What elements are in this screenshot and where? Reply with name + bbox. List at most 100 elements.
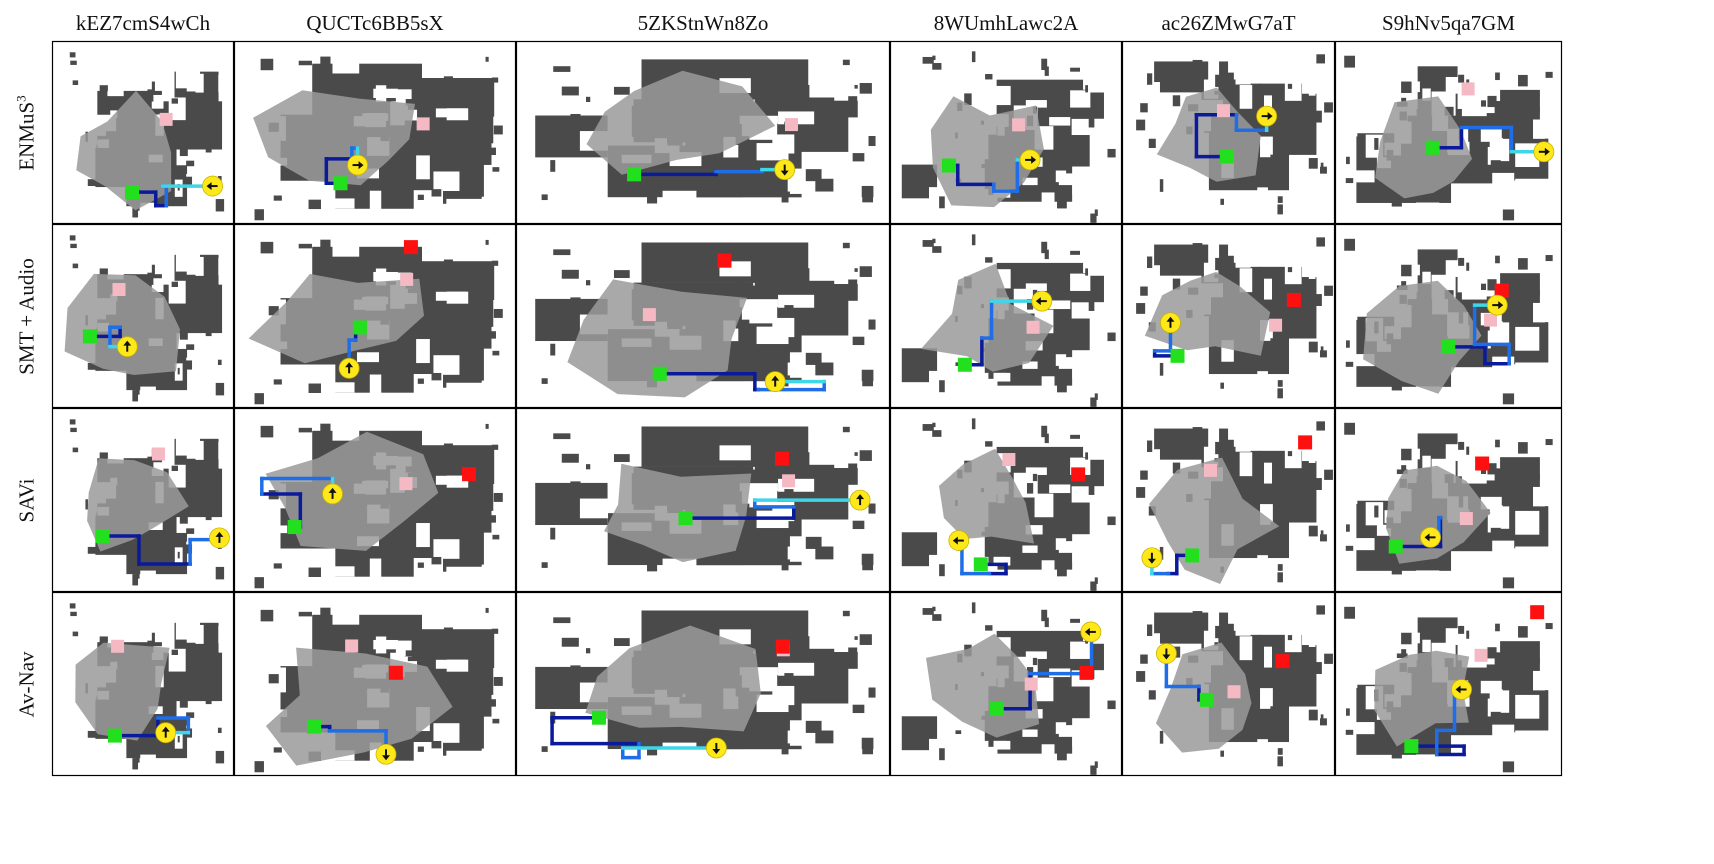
room — [1136, 568, 1153, 578]
wall-fragment — [1041, 241, 1048, 254]
wall-fragment — [487, 666, 493, 680]
wall-fragment — [553, 617, 571, 624]
room — [1228, 56, 1238, 73]
wall-fragment — [197, 278, 200, 287]
wall-fragment — [478, 507, 490, 516]
wall-fragment — [1434, 265, 1441, 270]
room — [1480, 129, 1503, 142]
wall-fragment — [147, 89, 154, 102]
arrow-head — [1267, 112, 1273, 121]
room — [67, 689, 80, 700]
wall-fragment — [1316, 605, 1326, 615]
agent-heading-arrow — [1261, 112, 1273, 121]
wall-fragment — [550, 160, 556, 172]
room — [1376, 524, 1392, 536]
yellow-agent-icon — [1486, 294, 1508, 316]
wall-fragment — [69, 235, 76, 241]
wall-fragment — [181, 311, 186, 323]
wall-fragment — [1320, 714, 1324, 721]
wall-fragment — [1320, 350, 1327, 358]
wall-fragment — [1057, 751, 1067, 761]
room — [1365, 282, 1387, 299]
wall-fragment — [487, 298, 493, 312]
wall-fragment — [859, 450, 872, 461]
yellow-agent-icon — [322, 483, 343, 505]
wall-fragment — [1480, 100, 1487, 107]
wall-fragment — [87, 179, 97, 186]
wall-fragment — [254, 577, 264, 589]
room — [1020, 422, 1036, 433]
episode-map — [515, 591, 891, 778]
room — [1193, 749, 1213, 774]
room — [1041, 744, 1055, 767]
room — [1070, 90, 1091, 108]
wall-fragment — [1049, 105, 1054, 113]
room — [1174, 187, 1190, 202]
room — [175, 438, 191, 456]
wall-fragment — [585, 280, 591, 286]
wall-fragment — [151, 264, 155, 276]
room — [134, 576, 143, 596]
agent-heading-arrow — [780, 164, 789, 176]
room — [809, 447, 839, 465]
wall-fragment — [171, 281, 178, 288]
room — [1022, 177, 1038, 186]
wall-fragment — [1490, 343, 1501, 354]
yellow-agent-icon — [1256, 105, 1278, 127]
yellow-agent-icon — [849, 489, 871, 511]
green-square-icon — [957, 357, 972, 372]
wall-fragment — [1518, 442, 1528, 454]
wall-fragment — [1458, 625, 1465, 634]
explored-region — [1156, 87, 1261, 182]
room — [914, 497, 939, 514]
red-square-icon — [1530, 605, 1545, 620]
room — [481, 748, 507, 756]
room — [719, 445, 751, 461]
room — [1041, 560, 1055, 583]
cell-border — [1334, 40, 1563, 225]
episode-map — [1121, 223, 1336, 409]
wall-fragment — [193, 688, 201, 694]
wall-fragment — [561, 269, 579, 279]
column-header: 8WUmhLawc2A — [933, 11, 1079, 35]
room — [1034, 677, 1054, 702]
room — [1264, 646, 1273, 668]
room — [193, 379, 202, 397]
arrow-head — [952, 536, 958, 545]
green-square-icon — [95, 528, 110, 543]
room — [1058, 725, 1074, 737]
wall-fragment — [861, 185, 874, 198]
room — [1022, 729, 1038, 737]
room — [1228, 423, 1238, 440]
pink-square-icon — [1026, 320, 1040, 334]
wall-fragment — [99, 268, 108, 275]
room — [1422, 639, 1431, 653]
explored-region — [253, 90, 415, 186]
arrow-head — [1147, 558, 1156, 564]
wall-fragment — [132, 758, 139, 770]
room — [909, 486, 919, 500]
wall-fragment — [1167, 84, 1176, 93]
wall-fragment — [492, 534, 500, 540]
wall-fragment — [1469, 687, 1479, 699]
wall-fragment — [1192, 427, 1203, 434]
room — [1239, 452, 1253, 477]
wall-fragment — [1532, 473, 1540, 480]
wall-fragment — [1136, 119, 1146, 131]
wall-fragment — [613, 270, 630, 279]
room — [1058, 173, 1074, 186]
wall-fragment — [570, 113, 581, 119]
room — [1293, 365, 1302, 383]
arrow-head — [161, 726, 170, 732]
wall-fragment — [215, 199, 225, 212]
red-square-icon — [1071, 467, 1086, 482]
wall-fragment — [135, 571, 140, 579]
green-square-icon — [627, 167, 642, 182]
yellow-agent-icon — [1019, 149, 1041, 171]
room — [1353, 285, 1363, 301]
room — [1365, 466, 1387, 483]
wall-fragment — [215, 750, 225, 764]
wall-fragment — [842, 610, 850, 617]
wall-fragment — [197, 462, 200, 471]
wall-fragment — [1221, 432, 1227, 439]
